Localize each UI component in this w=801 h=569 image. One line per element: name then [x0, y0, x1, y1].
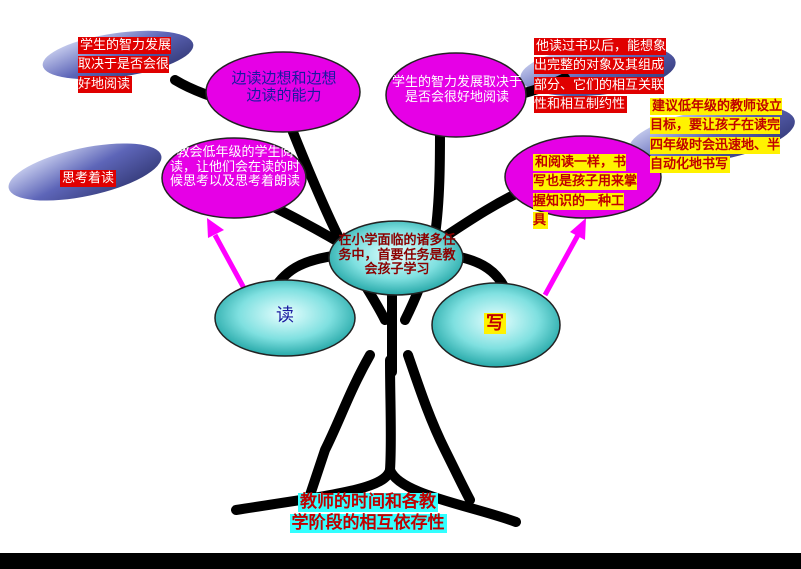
note-right: 建议低年级的教师设立目标，要让孩子在读完四年级时会迅速地、半自动化地书写 [650, 98, 783, 173]
arrows [207, 218, 586, 297]
note-top-right: 他读过书以后，能想象出完整的对象及其组成部分、它们的相互关联性和相互制约性 [534, 38, 667, 113]
write-node-label: 写 [484, 313, 506, 334]
bubble-left-mid [161, 137, 307, 219]
bottom-title-line-1: 教师的时间和各教 [298, 492, 438, 513]
bubble-right-top [385, 52, 527, 138]
center-node-text: 在小学面临的诸多任务中，首要任务是教会孩子学习 [338, 233, 456, 278]
note-left: 思考着读 [60, 170, 117, 187]
read-node-label: 读 [276, 305, 294, 326]
bubble-right-mid-text: 和阅读一样，书写也是孩子用来掌握知识的一种工具 [533, 154, 638, 229]
note-top-left: 学生的智力发展取决于是否会很好地阅读 [78, 37, 172, 93]
center-node [328, 220, 464, 296]
bubble-right-top-text: 学生的智力发展取决于是否会很好地阅读 [392, 75, 523, 105]
bubble-left-mid-text: 教会低年级的学生阅读，让他们会在读的时候思考以及思考着朗读 [170, 145, 301, 190]
bottom-title: 教师的时间和各教 学阶段的相互依存性 [268, 492, 468, 534]
bottom-title-line-2: 学阶段的相互依存性 [289, 513, 447, 534]
bubble-left-top [205, 51, 361, 133]
read-node [214, 279, 356, 357]
bottom-bar [0, 553, 801, 569]
bubble-left-top-text: 边读边想和边想边读的能力 [231, 69, 337, 104]
